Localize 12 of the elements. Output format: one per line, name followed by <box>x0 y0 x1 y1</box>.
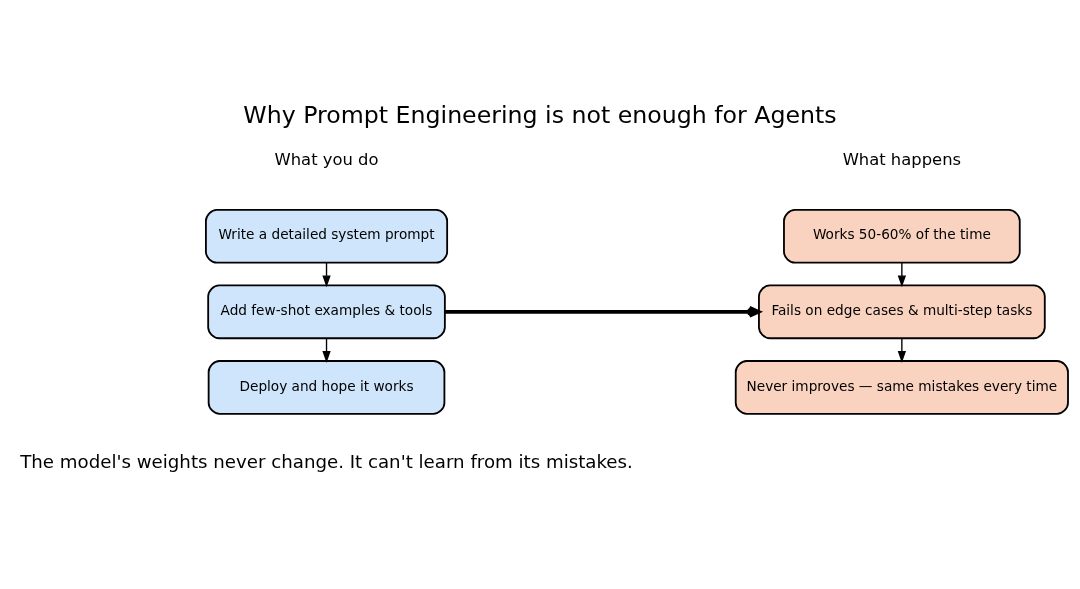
caption: The model's weights never change. It can't learn from its mistakes. <box>20 450 633 472</box>
node-box: Fails on edge cases & multi-step tasks <box>758 284 1046 339</box>
diagram-title: Why Prompt Engineering is not enough for Agents <box>243 100 837 129</box>
label: What you do <box>274 149 379 169</box>
label: What happens <box>842 149 962 169</box>
node-box: Add few-shot examples & tools <box>207 284 446 339</box>
node-box: Works 50-60% of the time <box>783 208 1021 264</box>
node-box: Write a detailed system prompt <box>205 208 449 264</box>
node-box: Deploy and hope it works <box>207 359 446 415</box>
arrow <box>897 261 906 287</box>
arrow <box>897 337 906 363</box>
node-box: Never improves — same mistakes every time <box>734 359 1069 415</box>
